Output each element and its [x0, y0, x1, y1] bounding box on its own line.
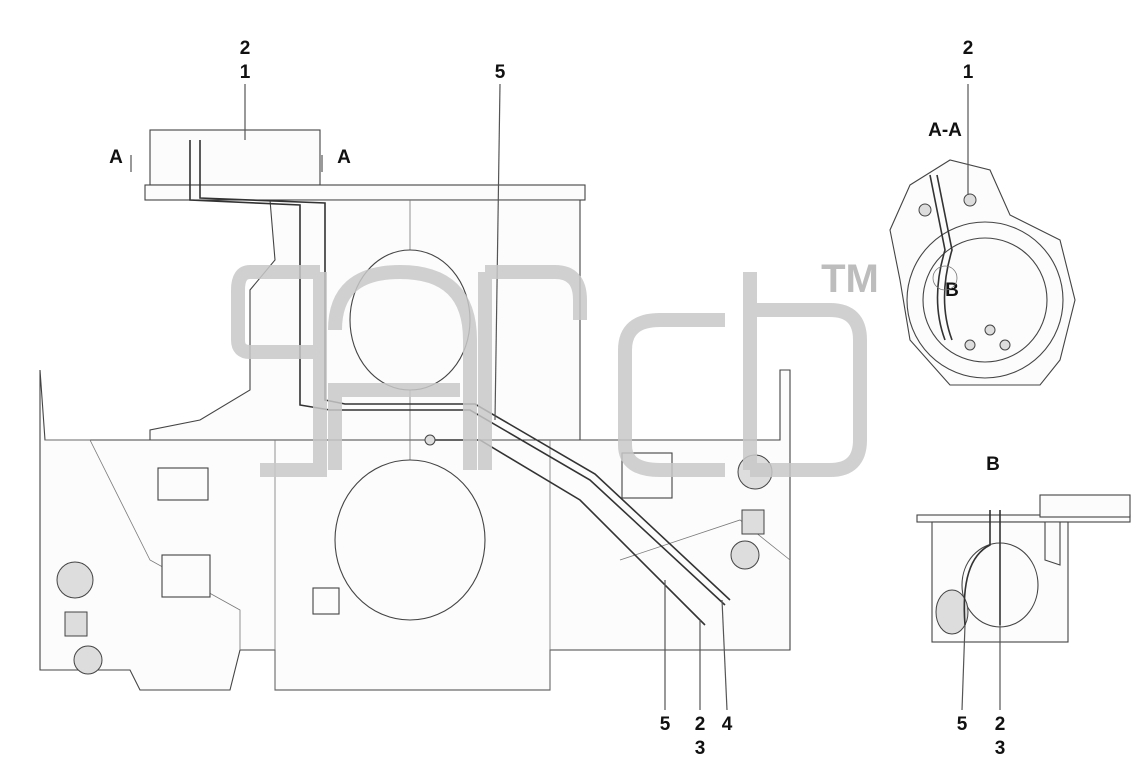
lower-ring	[334, 459, 486, 621]
detail-b-reference: B	[945, 280, 959, 301]
square-boss	[64, 611, 88, 637]
label-pos3-bottom: 3	[695, 738, 706, 759]
main-view	[39, 129, 791, 691]
watermark-glyph	[618, 313, 725, 477]
section-aa-title: A-A	[928, 120, 962, 141]
detail-mount-block	[1039, 494, 1131, 518]
detail-pipe	[963, 510, 991, 626]
label-pos2-section: 2	[963, 38, 974, 59]
section-hole	[963, 193, 977, 207]
main-top-labels: 2 1 5 A A	[109, 38, 506, 421]
square-plate	[312, 587, 340, 615]
label-pos2-detail: 2	[995, 714, 1006, 735]
watermark-glyph	[743, 272, 867, 477]
leader-line	[721, 599, 728, 711]
section-hole	[999, 339, 1011, 351]
pipe-end	[424, 434, 436, 446]
leader-line	[961, 624, 966, 711]
label-pos5-detail: 5	[957, 714, 968, 735]
section-hole	[918, 203, 932, 217]
detail-b-marker	[932, 265, 958, 291]
right-side-plate	[619, 519, 791, 561]
label-pos1-section: 1	[963, 62, 974, 83]
detail-b-title: B	[986, 454, 1000, 475]
label-pos1-top: 1	[240, 62, 251, 83]
main-bottom-labels: 5 2 3 4	[660, 580, 733, 759]
top-mount-block	[149, 129, 321, 186]
section-aa-labels: 2 1 A-A B	[928, 38, 974, 301]
section-mark-right: A	[337, 147, 351, 168]
section-hole	[984, 324, 996, 336]
label-pos2-top: 2	[240, 38, 251, 59]
boss-hole	[73, 645, 103, 675]
detail-bracket	[1044, 521, 1061, 566]
square-boss	[741, 509, 765, 535]
watermark-glyph	[328, 264, 477, 470]
label-pos5-bottom: 5	[660, 714, 671, 735]
square-plate	[157, 467, 209, 501]
section-inner-ring	[922, 237, 1048, 363]
label-pos3-detail: 3	[995, 738, 1006, 759]
section-aa-view	[889, 159, 1076, 386]
watermark-logo: TM	[231, 257, 879, 477]
label-pos4-bottom: 4	[722, 714, 733, 735]
watermark-glyph	[231, 265, 327, 477]
boss-hole	[56, 561, 94, 599]
leader-line	[494, 83, 501, 421]
detail-b-view	[916, 494, 1131, 643]
section-mark-left: A	[109, 147, 123, 168]
label-pos5-top: 5	[495, 62, 506, 83]
section-pipe	[936, 174, 953, 341]
watermark-tm: TM	[821, 257, 879, 301]
pipe-route	[430, 439, 706, 626]
section-pipe	[929, 174, 946, 341]
square-plate	[161, 554, 211, 598]
watermark-glyph	[478, 265, 587, 470]
detail-b-labels: B 5 2 3	[957, 454, 1006, 759]
section-hole	[964, 339, 976, 351]
detail-hole	[935, 589, 969, 635]
left-side-plate	[45, 439, 241, 650]
boss-hole	[730, 540, 760, 570]
label-pos2-bottom: 2	[695, 714, 706, 735]
